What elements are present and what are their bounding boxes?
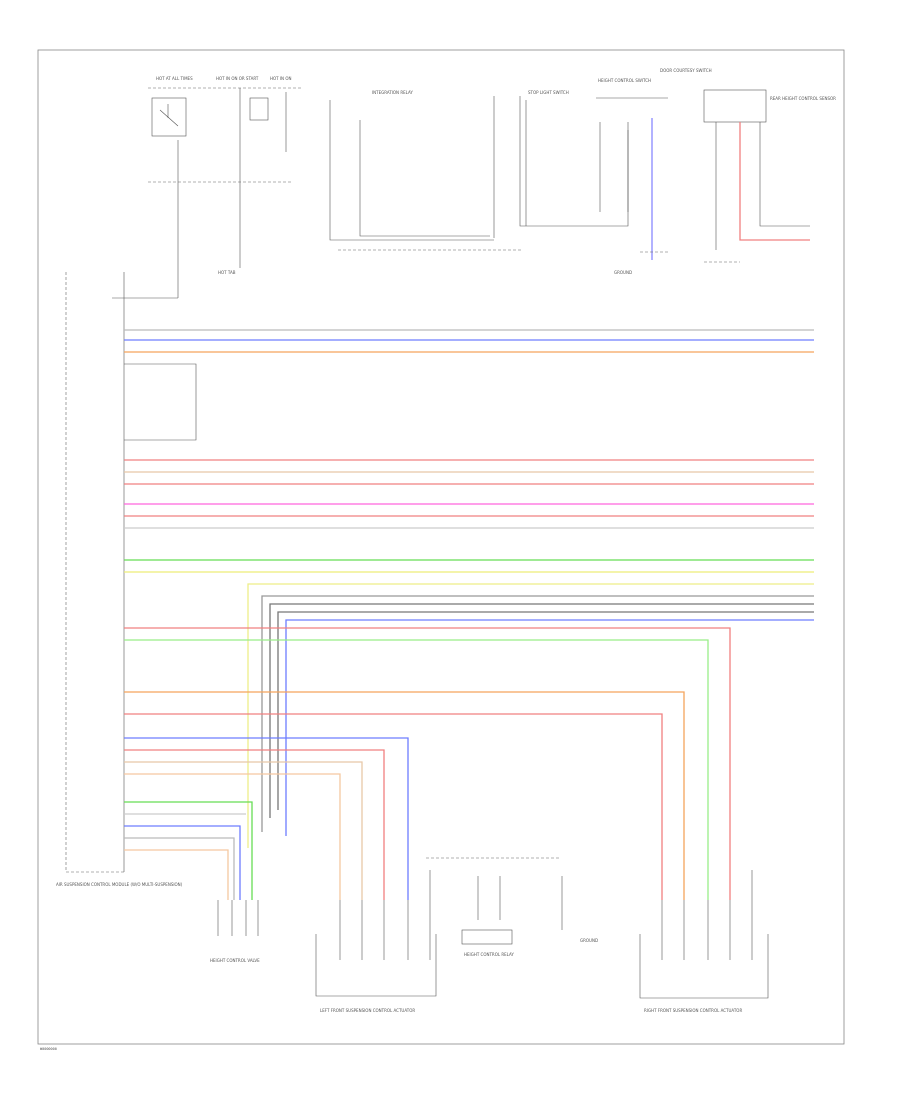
fuse2-label: HOT IN ON OR START bbox=[216, 76, 259, 81]
rear-sensor-label: REAR HEIGHT CONTROL SENSOR bbox=[770, 96, 836, 101]
height-control-relay bbox=[426, 857, 563, 945]
rf-actuator-label: RIGHT FRONT SUSPENSION CONTROL ACTUATOR bbox=[644, 1008, 742, 1013]
lf-actuator-label: LEFT FRONT SUSPENSION CONTROL ACTUATOR bbox=[320, 1008, 415, 1013]
left-front-actuator bbox=[315, 870, 437, 997]
ground3-label: GROUND bbox=[580, 938, 598, 943]
bus-wires bbox=[124, 329, 814, 573]
footer-code: W0000000 bbox=[40, 1047, 57, 1051]
ecu-label: AIR SUSPENSION CONTROL MODULE (W/O MULTI… bbox=[56, 882, 183, 887]
right-front-actuator bbox=[639, 870, 769, 999]
height-switch-group bbox=[596, 97, 670, 260]
relay-group bbox=[329, 96, 629, 251]
valve-label: HEIGHT CONTROL VALVE bbox=[210, 958, 260, 963]
hc-relay-label: HEIGHT CONTROL RELAY bbox=[464, 952, 514, 957]
relay-label: INTEGRATION RELAY bbox=[372, 90, 413, 95]
descending-wires bbox=[124, 583, 814, 900]
diagram-frame bbox=[37, 49, 845, 1045]
fuse3-label: HOT IN ON bbox=[270, 76, 291, 81]
ecu-box-outline bbox=[65, 272, 124, 873]
height-control-valve bbox=[217, 900, 259, 936]
door-switch-label: DOOR COURTESY SWITCH bbox=[660, 68, 712, 73]
ground2-label: GROUND bbox=[614, 270, 632, 275]
fuse1-label: HOT AT ALL TIMES bbox=[156, 76, 193, 81]
fuse-group bbox=[112, 87, 302, 299]
rear-sensor-group bbox=[703, 89, 810, 263]
height-switch-label: HEIGHT CONTROL SWITCH bbox=[598, 78, 651, 83]
ground1-label: HOT TAB bbox=[218, 270, 236, 275]
stop-switch-label: STOP LIGHT SWITCH bbox=[528, 90, 569, 95]
